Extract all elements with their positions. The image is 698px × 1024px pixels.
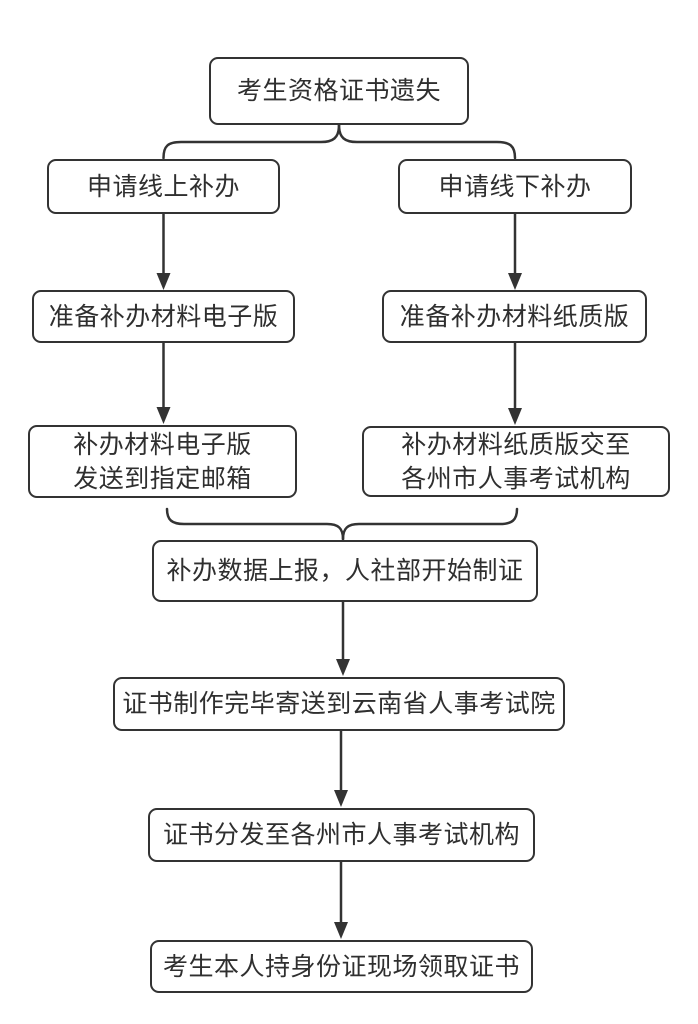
arrow-distribute-to-pickup: [334, 860, 348, 939]
flow-node-mail-to-institute: 证书制作完毕寄送到云南省人事考试院: [113, 677, 565, 731]
arrow-prepare-paper-to-submit-to-agency: [508, 341, 522, 425]
flow-node-send-to-mailbox: 补办材料电子版 发送到指定邮箱: [28, 425, 297, 498]
flow-node-data-report: 补办数据上报，人社部开始制证: [152, 540, 538, 602]
arrow-apply-offline-to-prepare-paper: [508, 212, 522, 290]
arrow-apply-online-to-prepare-electronic: [156, 212, 171, 290]
flow-node-prepare-paper: 准备补办材料纸质版: [382, 290, 647, 343]
brace-split-start: [162, 123, 517, 160]
flow-node-apply-online: 申请线上补办: [47, 159, 280, 214]
flow-node-distribute: 证书分发至各州市人事考试机构: [148, 808, 535, 862]
brace-merge-data-report: [165, 507, 519, 541]
flow-node-submit-to-agency: 补办材料纸质版交至 各州市人事考试机构: [362, 426, 670, 497]
flow-node-start: 考生资格证书遗失: [209, 57, 469, 125]
flow-node-prepare-electronic: 准备补办材料电子版: [32, 290, 295, 343]
flow-node-apply-offline: 申请线下补办: [398, 159, 632, 214]
arrow-data-report-to-mail-to-institute: [336, 600, 350, 676]
arrow-mail-to-institute-to-distribute: [334, 729, 348, 807]
arrow-prepare-electronic-to-send-to-mailbox: [156, 341, 171, 424]
flow-node-pickup: 考生本人持身份证现场领取证书: [150, 940, 533, 993]
